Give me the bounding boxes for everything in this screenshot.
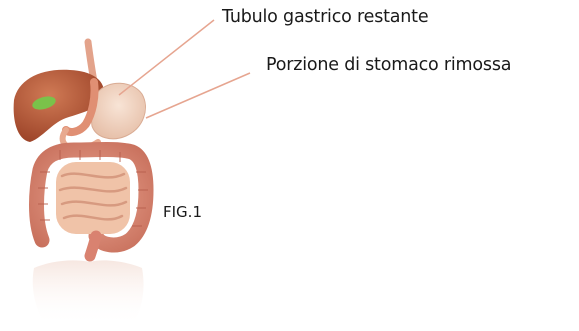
callout-remaining-gastric-tube: Tubulo gastrico restante bbox=[222, 7, 428, 27]
illustration-reflection bbox=[33, 260, 144, 326]
leader-line-removed-portion bbox=[146, 73, 250, 118]
removed-stomach-portion-shape bbox=[92, 83, 146, 139]
callout-removed-stomach-portion: Porzione di stomaco rimossa bbox=[266, 55, 511, 75]
small-intestine-shape bbox=[56, 162, 130, 234]
leader-line-gastric-tube bbox=[119, 20, 214, 95]
rectum-shape bbox=[90, 236, 96, 256]
figure-number-label: FIG.1 bbox=[163, 203, 202, 221]
